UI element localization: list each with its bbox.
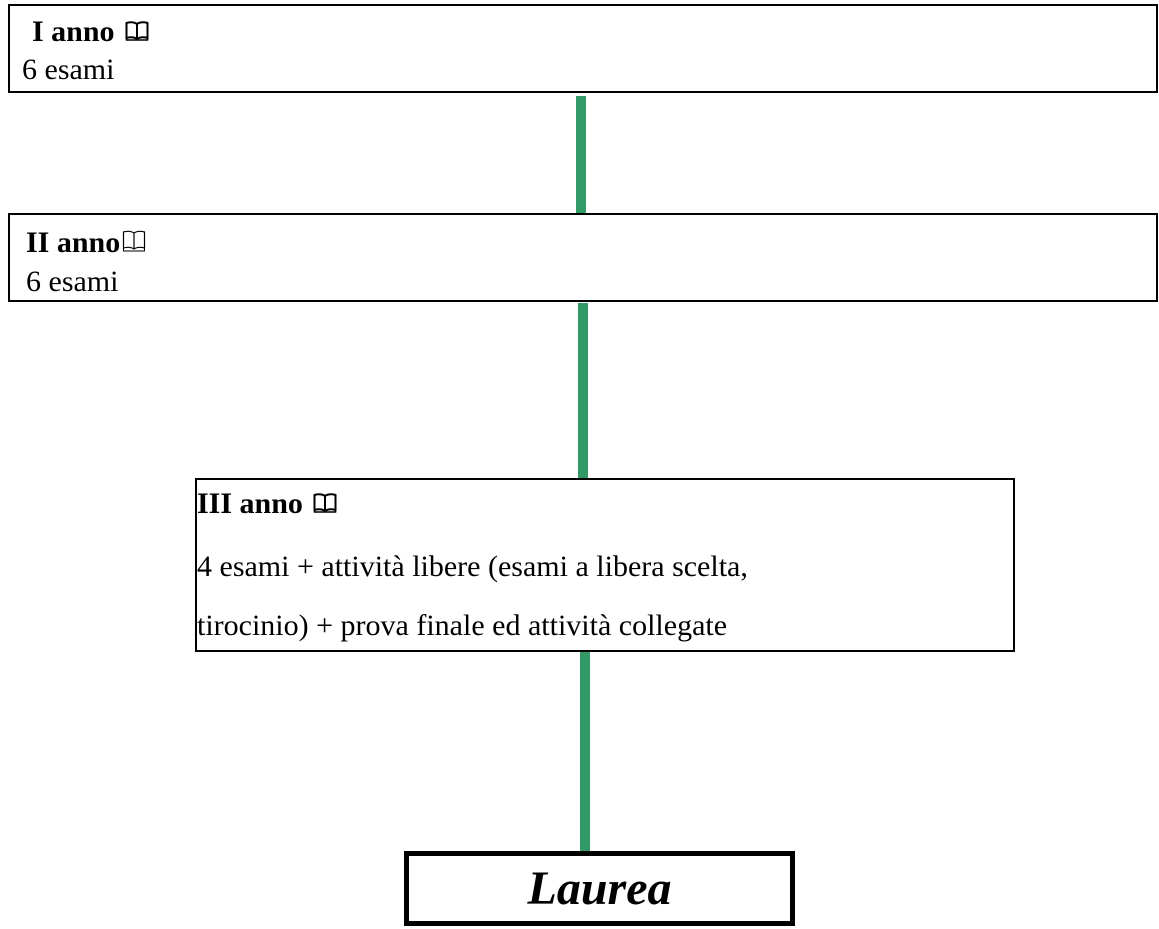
year-description-line: tirocinio) + prova finale ed attività co… [197, 609, 728, 642]
year-title: I anno [32, 14, 149, 50]
year-box-3: III anno 4 esami + attività libere (esam… [195, 478, 1015, 652]
year-title-text: II anno [26, 226, 121, 259]
connector-line [576, 96, 586, 214]
year-description: 6 esami [22, 53, 115, 86]
open-book-icon [125, 21, 149, 41]
connector-line [580, 651, 590, 852]
open-book-icon [122, 230, 146, 252]
year-description: 6 esami [26, 265, 119, 298]
laurea-box: Laurea [404, 851, 795, 926]
year-description-line: 4 esami + attività libere (esami a liber… [197, 550, 748, 583]
year-box-1: I anno 6 esami [8, 4, 1158, 93]
year-title-text: III anno [197, 487, 303, 520]
open-book-icon [313, 493, 337, 513]
year-title: II anno [26, 225, 146, 261]
year-title-text: I anno [32, 15, 115, 48]
year-box-2: II anno 6 esami [8, 213, 1158, 302]
laurea-label: Laurea [527, 861, 672, 915]
connector-line [578, 303, 588, 479]
year-title: III anno [197, 486, 337, 522]
